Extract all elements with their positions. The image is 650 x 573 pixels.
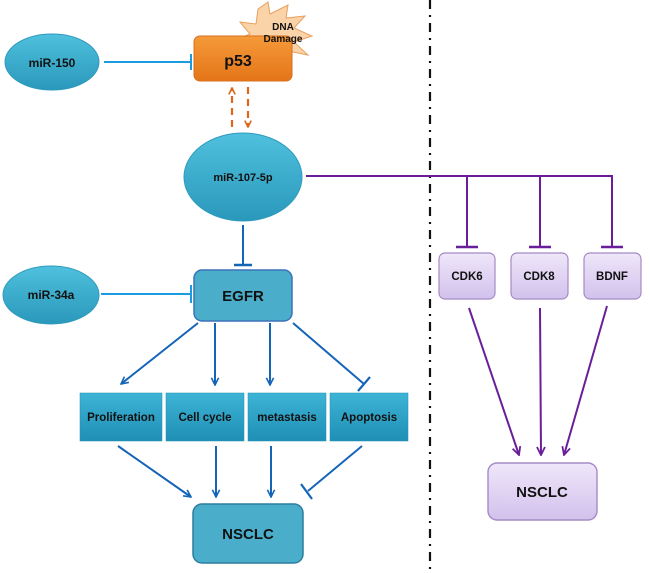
edge-mir34a-inhibits-egfr (101, 285, 192, 303)
edge-mir107-inhibits-right-targets (306, 175, 623, 249)
node-p53: p53 (193, 35, 293, 82)
process-box-cell-cycle: Cell cycle (165, 392, 245, 442)
proliferation-label: Proliferation (87, 412, 155, 424)
edge-bdnf-to-nsclc (564, 305, 608, 455)
edge-cdk6-to-nsclc (468, 307, 519, 455)
node-nsclc-right: NSCLC (487, 462, 598, 521)
egfr-label: EGFR (222, 288, 264, 305)
edge-cdk8-to-nsclc (540, 307, 541, 455)
process-box-apoptosis: Apoptosis (329, 392, 409, 442)
node-cdk8: CDK8 (510, 252, 569, 300)
mir-150-label: miR-150 (29, 56, 76, 70)
process-box-metastasis: metastasis (247, 392, 327, 442)
edge-mir150-inhibits-p53 (104, 54, 192, 70)
node-cdk6: CDK6 (438, 252, 496, 300)
node-egfr: EGFR (193, 269, 293, 322)
cdk8-label: CDK8 (523, 271, 555, 283)
mir-107-5p-label: miR-107-5p (213, 172, 273, 184)
node-mir-150: miR-150 (4, 33, 100, 91)
bdnf-label: BDNF (596, 271, 628, 283)
process-box-proliferation: Proliferation (79, 392, 163, 442)
apoptosis-label: Apoptosis (341, 412, 397, 424)
mir-34a-label: miR-34a (28, 288, 75, 302)
cell-cycle-label: Cell cycle (178, 412, 231, 424)
edge-egfr-inhibits-apoptosis (292, 322, 371, 392)
dna-damage-label-line1: DNA (272, 22, 294, 33)
edge-egfr-to-proliferation (121, 322, 199, 384)
p53-label: p53 (224, 53, 252, 70)
edge-mir107-inhibits-egfr (234, 225, 252, 267)
edge-apoptosis-inhibits-nsclc (300, 445, 363, 500)
node-bdnf: BDNF (583, 252, 642, 300)
node-mir-107-5p: miR-107-5p (183, 132, 303, 222)
nsclc-left-label: NSCLC (222, 526, 274, 543)
cdk6-label: CDK6 (451, 271, 482, 283)
edge-proliferation-to-nsclc (117, 445, 191, 497)
node-nsclc-left: NSCLC (192, 503, 304, 564)
metastasis-label: metastasis (257, 412, 316, 424)
node-mir-34a: miR-34a (2, 265, 100, 325)
nsclc-right-label: NSCLC (516, 484, 568, 501)
dna-damage-label-line2: Damage (264, 34, 303, 45)
